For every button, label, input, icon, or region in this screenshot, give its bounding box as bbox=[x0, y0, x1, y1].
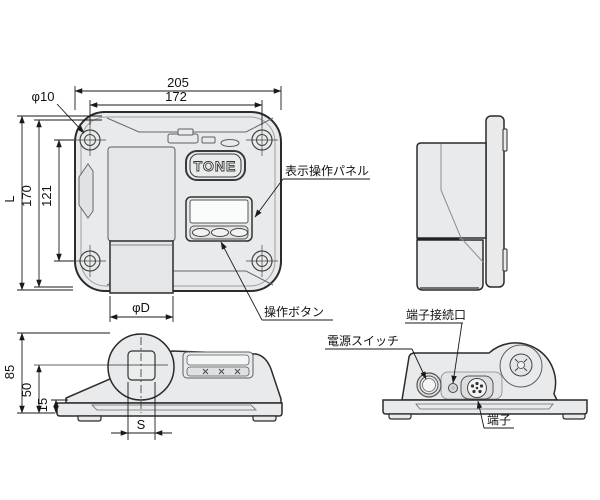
mounting-hole bbox=[246, 124, 278, 156]
foot bbox=[562, 413, 586, 420]
rear-base-groove bbox=[415, 403, 554, 410]
side-body-contour bbox=[440, 144, 484, 263]
mounting-hole bbox=[74, 245, 106, 277]
side-view bbox=[416, 115, 508, 291]
front-view: TONE bbox=[74, 111, 282, 294]
rear-base bbox=[382, 399, 588, 415]
front-view-dimensions: 205 172 L 170 121 φ10 φD bbox=[2, 75, 282, 322]
brand-logo-text: TONE bbox=[194, 158, 237, 174]
dim-height-outer: 170 bbox=[19, 185, 34, 207]
front-center-housing bbox=[107, 146, 176, 242]
foot bbox=[252, 415, 277, 422]
side-plate-tab bbox=[502, 248, 508, 272]
label-operation-buttons: 操作ボタン bbox=[264, 304, 324, 319]
side-plate-tab bbox=[502, 128, 508, 152]
vent-panel bbox=[182, 351, 254, 379]
adjust-wheel bbox=[509, 353, 533, 377]
front-view-callouts: 表示操作パネル 操作ボタン bbox=[220, 163, 370, 321]
mounting-holes bbox=[74, 124, 278, 277]
operation-button bbox=[192, 228, 210, 237]
front-top-tabs bbox=[167, 128, 240, 147]
label-power-switch: 電源スイッチ bbox=[327, 334, 399, 348]
dim-hole-diameter: φ10 bbox=[32, 89, 55, 104]
dim-square-drive: S bbox=[137, 417, 146, 432]
terminal-connector bbox=[460, 375, 494, 400]
foot bbox=[77, 415, 102, 422]
rear-view-callouts: 電源スイッチ 端子接続口 端子 bbox=[325, 307, 514, 429]
dim-hole-span-vertical: 121 bbox=[39, 185, 54, 207]
terminal-port-screw bbox=[448, 383, 458, 393]
base-groove bbox=[91, 404, 257, 411]
dim-boss-diameter: φD bbox=[132, 300, 150, 315]
front-left-recess bbox=[78, 163, 94, 219]
rear-boss-circle bbox=[499, 344, 543, 388]
dim-base-height: 15 bbox=[35, 398, 50, 412]
dim-length-overall: L bbox=[2, 195, 17, 202]
side-back-plate bbox=[485, 115, 505, 288]
side-body-lower bbox=[416, 239, 484, 291]
square-drive bbox=[127, 350, 156, 381]
brand-badge: TONE bbox=[185, 150, 246, 181]
mounting-hole bbox=[246, 245, 278, 277]
label-terminal: 端子 bbox=[487, 413, 511, 427]
mounting-hole bbox=[74, 124, 106, 156]
elev-base bbox=[56, 402, 283, 417]
dim-center-height: 50 bbox=[19, 383, 34, 397]
elevation-view-right bbox=[382, 342, 588, 420]
display-screen bbox=[189, 199, 249, 224]
foot bbox=[388, 413, 412, 420]
elevation-dimensions: 85 50 15 S bbox=[2, 332, 172, 440]
operation-button bbox=[230, 228, 248, 237]
elevation-view-left bbox=[34, 333, 283, 422]
label-terminal-port: 端子接続口 bbox=[406, 307, 466, 322]
label-display-panel: 表示操作パネル bbox=[285, 163, 369, 178]
operation-button bbox=[211, 228, 229, 237]
front-shaft-block bbox=[109, 240, 174, 294]
dim-width-outer: 205 bbox=[167, 75, 189, 90]
power-switch bbox=[416, 372, 442, 398]
display-panel bbox=[185, 196, 253, 242]
dim-side-height: 85 bbox=[2, 365, 17, 379]
dim-hole-span-horizontal: 172 bbox=[165, 89, 187, 104]
side-body-upper bbox=[416, 142, 487, 239]
